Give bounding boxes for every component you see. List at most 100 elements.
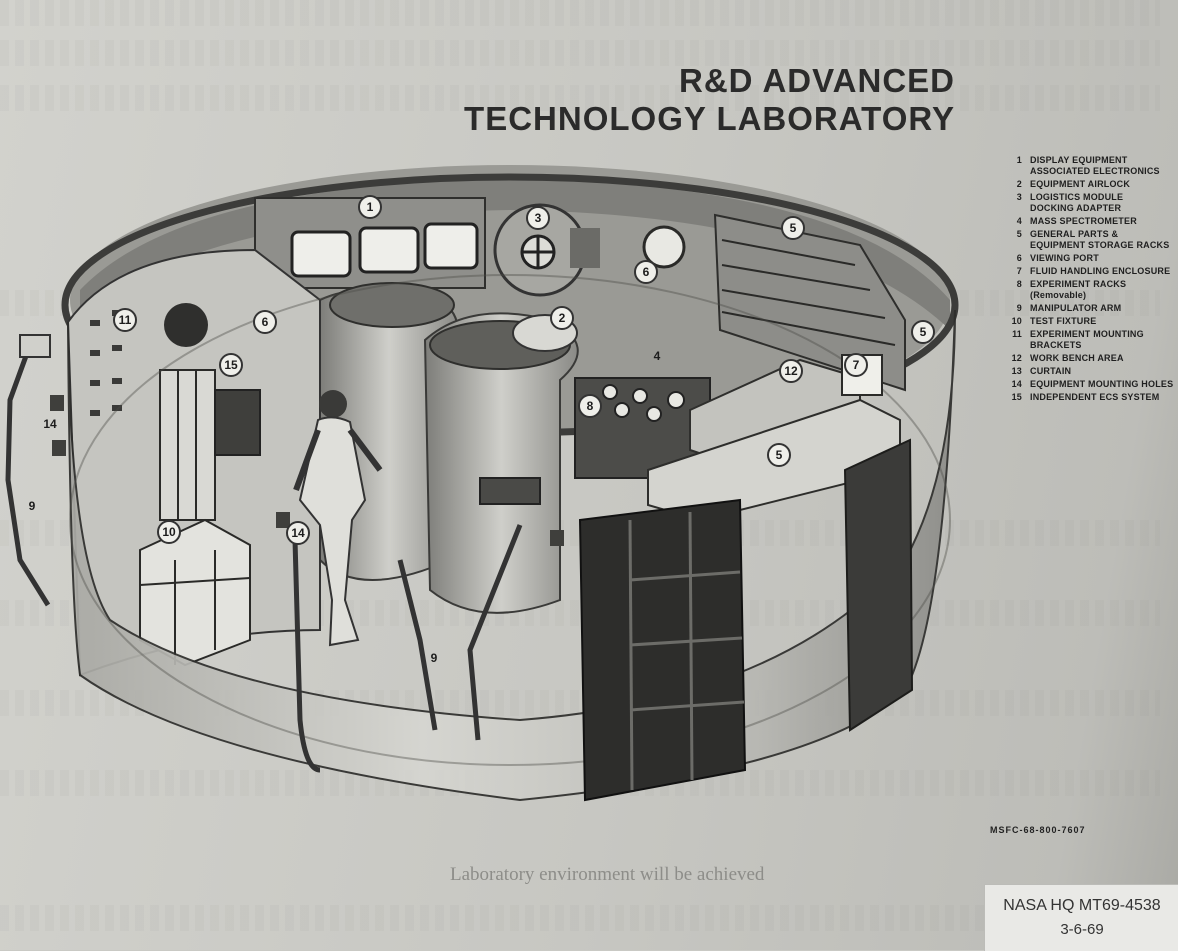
callout-badge: [634, 260, 658, 284]
shell-opening: [843, 438, 914, 732]
legend-label: EXPERIMENT MOUNTING BRACKETS: [1030, 329, 1144, 350]
bleed-through-text: [0, 905, 1160, 931]
bleed-through-text: [0, 85, 1160, 111]
component-legend: 1 DISPLAY EQUIPMENT ASSOCIATED ELECTRONIC…: [1004, 155, 1178, 405]
legend-item: 9 MANIPULATOR ARM: [1004, 303, 1178, 314]
callout-number: 14: [43, 417, 57, 431]
legend-item: 1 DISPLAY EQUIPMENT ASSOCIATED ELECTRONIC…: [1004, 155, 1178, 177]
legend-item: 8 EXPERIMENT RACKS (Removable): [1004, 279, 1178, 301]
legend-label: MASS SPECTROMETER: [1030, 216, 1137, 226]
mounting-hole: [276, 512, 290, 528]
callout-number: 5: [776, 448, 783, 462]
legend-item: 11 EXPERIMENT MOUNTING BRACKETS: [1004, 329, 1178, 351]
storage-shelves: [721, 239, 896, 346]
legend-label: DISPLAY EQUIPMENT ASSOCIATED ELECTRONICS: [1030, 155, 1160, 176]
legend-label: VIEWING PORT: [1030, 253, 1099, 263]
crt-screen: [358, 226, 420, 274]
figure-code: MSFC-68-800-7607: [990, 825, 1086, 835]
airlock-partition: [423, 312, 579, 614]
legend-item: 7 FLUID HANDLING ENCLOSURE: [1004, 266, 1178, 277]
caption-text: Laboratory environment will be achieved: [450, 864, 765, 885]
callout-badge: [779, 359, 803, 383]
callout-badge: [767, 443, 791, 467]
manipulator-tool: [479, 477, 541, 505]
legend-number: 8: [1016, 279, 1022, 289]
crt-screen: [423, 222, 479, 270]
storage-rack: [713, 213, 906, 392]
legend-label: LOGISTICS MODULE DOCKING ADAPTER: [1030, 192, 1124, 213]
title-line-2: TECHNOLOGY LABORATORY: [464, 100, 955, 137]
legend-number: 7: [1016, 266, 1022, 276]
legend-number: 10: [1011, 316, 1022, 326]
callout-number: 7: [853, 358, 860, 372]
mounting-hole: [50, 395, 64, 411]
callout-badge: [781, 216, 805, 240]
stamp-id: NASA HQ MT69-4538: [1003, 897, 1161, 914]
callout-number: 9: [29, 499, 36, 513]
callout-number: 4: [654, 349, 661, 363]
callout-number: 11: [119, 313, 132, 327]
legend-label: EQUIPMENT AIRLOCK: [1030, 179, 1131, 189]
crt-screen: [290, 230, 352, 278]
legend-number: 14: [1011, 379, 1022, 389]
legend-item: 5 GENERAL PARTS & EQUIPMENT STORAGE RACKS: [1004, 229, 1178, 251]
legend-label: WORK BENCH AREA: [1030, 353, 1124, 363]
callout-badge: [526, 206, 550, 230]
legend-item: 4 MASS SPECTROMETER: [1004, 216, 1178, 227]
legend-number: 13: [1011, 366, 1022, 376]
rack-gauges: [602, 384, 685, 422]
legend-item: 3 LOGISTICS MODULE DOCKING ADAPTER: [1004, 192, 1178, 214]
curtain-rungs: [628, 511, 745, 791]
callout-number: 2: [559, 311, 566, 325]
legend-label: EQUIPMENT MOUNTING HOLES: [1030, 379, 1174, 389]
callout-number: 10: [162, 525, 176, 539]
viewing-port: [642, 225, 686, 269]
callout-badge: [358, 195, 382, 219]
callout-number: 15: [224, 358, 238, 372]
callout-number: 3: [535, 211, 542, 225]
callout-number: 8: [587, 399, 594, 413]
legend-item: 14 EQUIPMENT MOUNTING HOLES: [1004, 379, 1178, 390]
legend-number: 11: [1012, 329, 1022, 339]
legend-number: 5: [1016, 229, 1022, 239]
manipulator-arm: [397, 524, 523, 741]
legend-number: 1: [1016, 155, 1022, 165]
legend-label: FLUID HANDLING ENCLOSURE: [1030, 266, 1171, 276]
callout-number: 6: [262, 315, 269, 329]
astronaut-figure: [293, 390, 383, 647]
legend-label: GENERAL PARTS & EQUIPMENT STORAGE RACKS: [1030, 229, 1170, 250]
legend-number: 4: [1016, 216, 1022, 226]
callout-badge: [578, 394, 602, 418]
callout-markers: 1 2 3 4 5 5 5 6 6 7 8 9 9 10 11 12 14 14…: [29, 195, 935, 665]
legend-number: 9: [1016, 303, 1022, 313]
legend-item: 12 WORK BENCH AREA: [1004, 353, 1178, 364]
legend-label: INDEPENDENT ECS SYSTEM: [1030, 392, 1160, 402]
callout-number: 1: [367, 200, 374, 214]
mounting-hole: [550, 530, 564, 546]
callout-badge: [113, 308, 137, 332]
manipulator-head: [19, 334, 51, 358]
manipulator-arm: [5, 344, 321, 773]
legend-number: 3: [1016, 192, 1022, 202]
bleed-through-text: [0, 40, 1160, 66]
nasa-stamp: NASA HQ MT69-4538 3-6-69: [984, 884, 1178, 951]
legend-number: 12: [1011, 353, 1022, 363]
callout-number: 6: [643, 265, 650, 279]
legend-label: EXPERIMENT RACKS (Removable): [1030, 279, 1127, 300]
callout-number: 14: [291, 526, 305, 540]
legend-label: MANIPULATOR ARM: [1030, 303, 1122, 313]
curtain-doorway: [578, 498, 747, 802]
callout-number: 9: [431, 651, 438, 665]
callout-badge: [550, 306, 574, 330]
callout-number: 5: [920, 325, 927, 339]
callout-badge: [219, 353, 243, 377]
ecs-tanks: [159, 369, 216, 521]
diagram-title: R&D ADVANCED TECHNOLOGY LABORATORY: [355, 62, 955, 138]
callout-badge: [286, 521, 310, 545]
title-line-1: R&D ADVANCED: [679, 62, 955, 99]
